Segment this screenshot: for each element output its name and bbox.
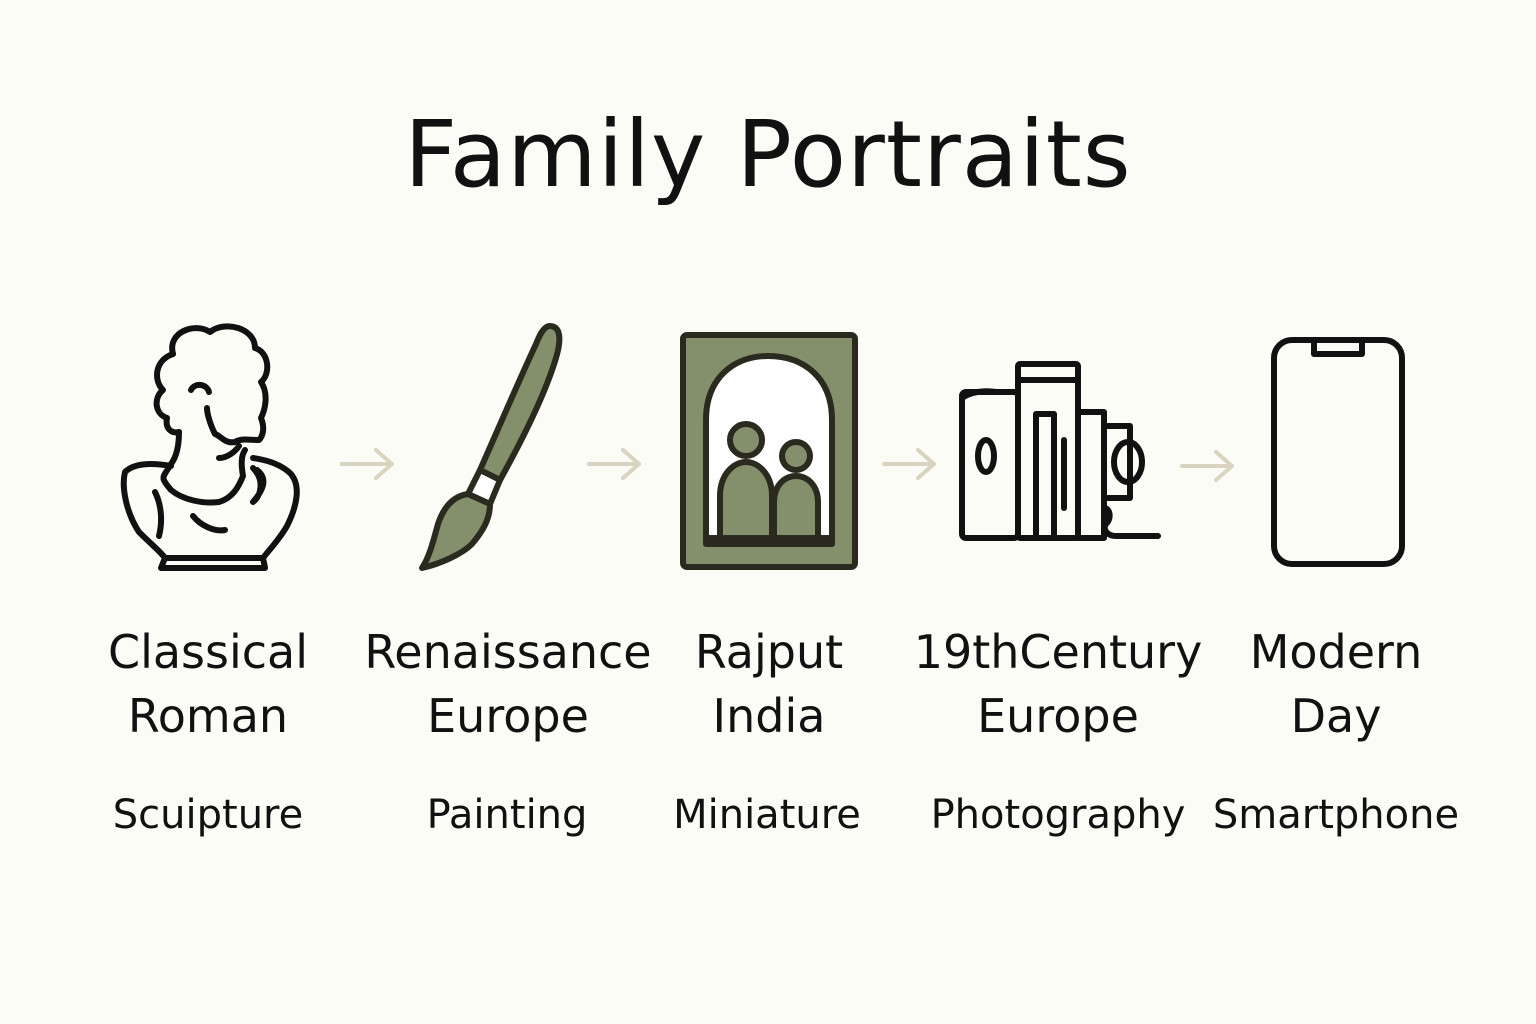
bust-icon — [115, 318, 305, 574]
medium-label-sculpture: Scuipture — [112, 792, 304, 838]
medium-label-painting: Painting — [426, 792, 588, 838]
era-label-line: 19thCentury — [913, 625, 1203, 679]
era-label-classical-roman: Classical Roman — [58, 620, 358, 748]
era-label-line: Modern — [1249, 625, 1423, 679]
arrow-right-icon — [338, 444, 398, 484]
framed-portrait-icon — [678, 330, 860, 572]
era-label-line: Day — [1290, 689, 1382, 743]
era-label-renaissance-europe: Renaissance Europe — [358, 620, 658, 748]
era-label-modern-day: Modern Day — [1186, 620, 1486, 748]
paintbrush-icon — [410, 316, 570, 576]
era-label-line: Roman — [127, 689, 289, 743]
camera-icon — [956, 358, 1162, 544]
medium-label-miniature: Miniature — [673, 792, 861, 838]
page-title: Family Portraits — [404, 101, 1132, 208]
medium-label-smartphone: Smartphone — [1212, 792, 1460, 838]
era-label-19th-century-europe: 19thCentury Europe — [908, 620, 1208, 748]
era-label-line: India — [712, 689, 826, 743]
arrow-right-icon — [880, 444, 940, 484]
arrow-right-icon — [1178, 446, 1238, 486]
era-label-line: Europe — [977, 689, 1139, 743]
smartphone-icon — [1268, 334, 1408, 570]
era-label-rajput-india: Rajput India — [619, 620, 919, 748]
era-label-line: Rajput — [694, 625, 844, 679]
era-label-line: Europe — [427, 689, 589, 743]
era-label-line: Renaissance — [364, 625, 652, 679]
arrow-right-icon — [585, 444, 645, 484]
era-label-line: Classical — [107, 625, 309, 679]
medium-label-photography: Photography — [930, 792, 1186, 838]
